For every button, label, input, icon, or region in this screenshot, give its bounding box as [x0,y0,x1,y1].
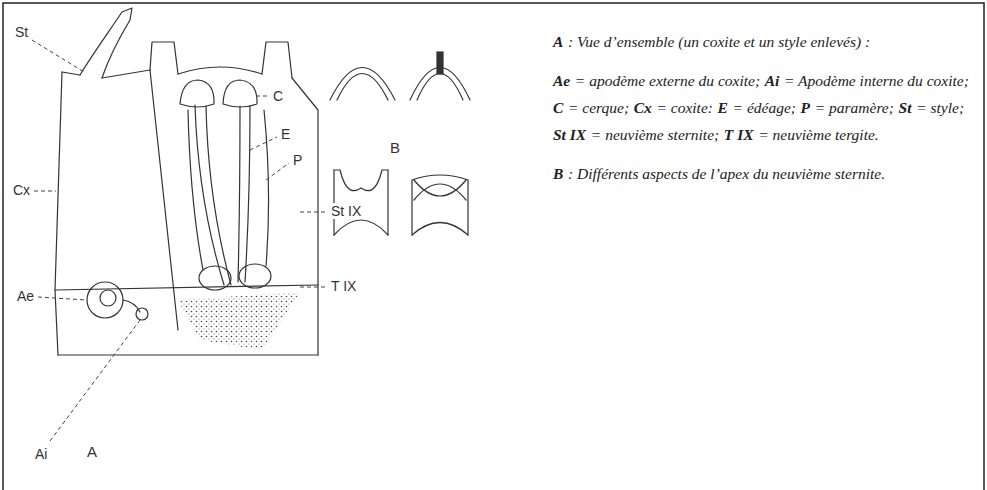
legend-key: St [899,94,912,121]
legend-key: B [553,160,563,187]
legend-description: = apodème externe du coxite; [575,72,760,89]
part-label: C [272,88,284,104]
legend-paragraph: A : Vue d’ensemble (un coxite et un style… [553,28,978,55]
legend-key: C [553,94,563,121]
legend-key: Ae [553,67,570,94]
part-label: Ae [16,288,35,304]
part-label: P [292,152,303,168]
figure-a [55,8,318,355]
legend-paragraph: B : Différents aspects de l’apex du neuvi… [553,160,978,187]
legend-key: Ai [765,67,780,94]
leader-lines [32,40,327,441]
legend-key: E [718,94,728,121]
legend-description: : Différents aspects de l’apex du neuviè… [568,165,885,182]
legend-description: = neuvième sternite; [591,126,719,143]
figure-letter: A [86,444,98,460]
part-label: T IX [330,278,357,294]
legend-description: = coxite: [656,99,713,116]
legend-description: = neuvième tergite. [758,126,879,143]
part-label: St IX [330,203,362,219]
legend-description: = Apodème interne du coxite; [784,72,969,89]
legend-key: A [553,28,563,55]
frame [3,3,984,490]
legend-key: St IX [553,121,586,148]
legend-key: Cx [634,94,652,121]
legend-description: = paramère; [815,99,894,116]
legend-key: P [801,94,810,121]
figure-b [330,52,470,235]
part-label: Cx [12,182,31,198]
figure-letter: B [389,140,401,156]
legend-description: = cerque; [568,99,629,116]
part-label: Ai [34,446,48,462]
legend-description: = édéage; [733,99,796,116]
legend-text-block: A : Vue d’ensemble (un coxite et un style… [553,28,978,199]
part-label: E [280,126,291,142]
part-label: St [14,24,29,40]
legend-paragraph: Ae = apodème externe du coxite; Ai= Apodèm… [553,67,978,148]
legend-description: : Vue d’ensemble (un coxite et un style … [568,33,870,50]
legend-key: T IX [724,121,754,148]
legend-description: = style; [916,99,964,116]
